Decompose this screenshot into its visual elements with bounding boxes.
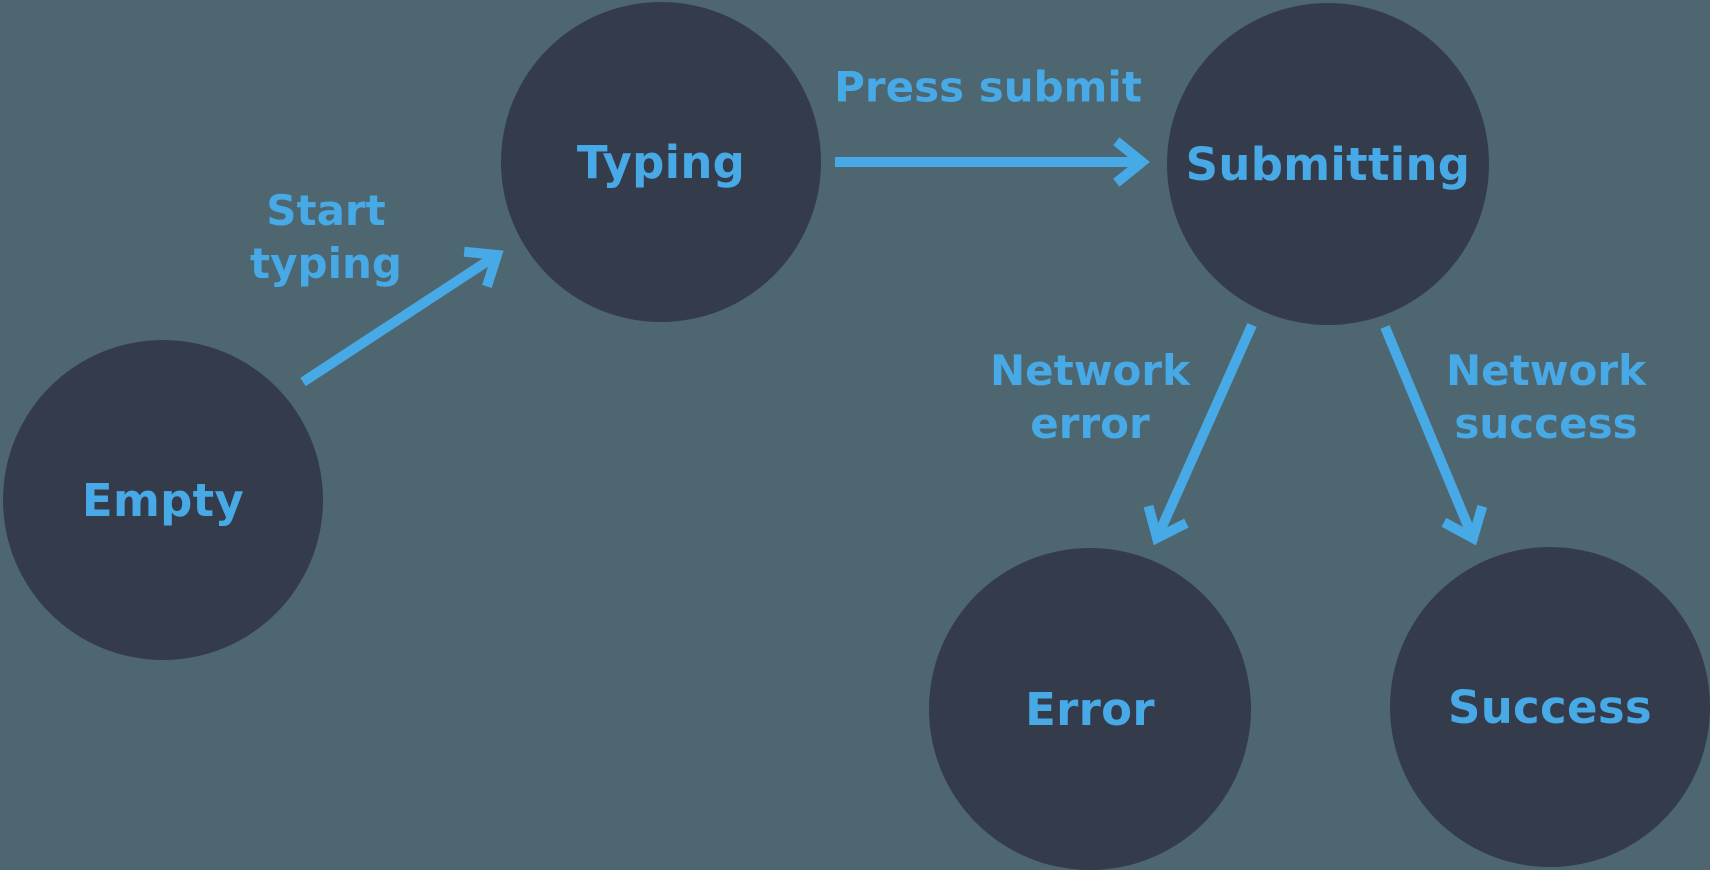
edge-arrow-network-error [1143,322,1257,546]
edge-shaft [1380,325,1478,540]
arrowhead-chevron-icon [1143,504,1189,546]
edge-label-line: Network [989,346,1191,395]
state-label-typing: Typing [576,135,746,189]
edge-label-line: Start [266,186,386,235]
state-node-typing: Typing [501,2,821,322]
state-node-error: Error [929,548,1251,870]
state-label-error: Error [1025,682,1155,736]
state-node-empty: Empty [3,340,323,660]
edge-shaft [1152,322,1257,541]
edge-label-line: typing [250,239,402,288]
state-label-success: Success [1448,680,1652,734]
edge-arrow-start-typing [300,246,504,387]
edge-label-line: success [1454,399,1638,448]
edge-shaft [300,250,500,387]
state-label-empty: Empty [81,473,245,527]
edge-label-line: error [1030,399,1150,448]
state-node-submitting: Submitting [1167,3,1489,325]
edge-label-press-submit: Press submit [834,61,1142,114]
state-node-success: Success [1390,547,1710,867]
edge-arrow-press-submit [835,137,1150,187]
arrowhead-chevron-icon [463,246,504,288]
edge-label-line: Network [1445,346,1647,395]
state-label-submitting: Submitting [1185,137,1471,191]
arrowhead-chevron-icon [1113,137,1150,187]
edge-arrow-network-success [1380,325,1488,546]
edge-label-line: Press submit [834,62,1142,112]
arrowhead-chevron-icon [1441,504,1488,546]
